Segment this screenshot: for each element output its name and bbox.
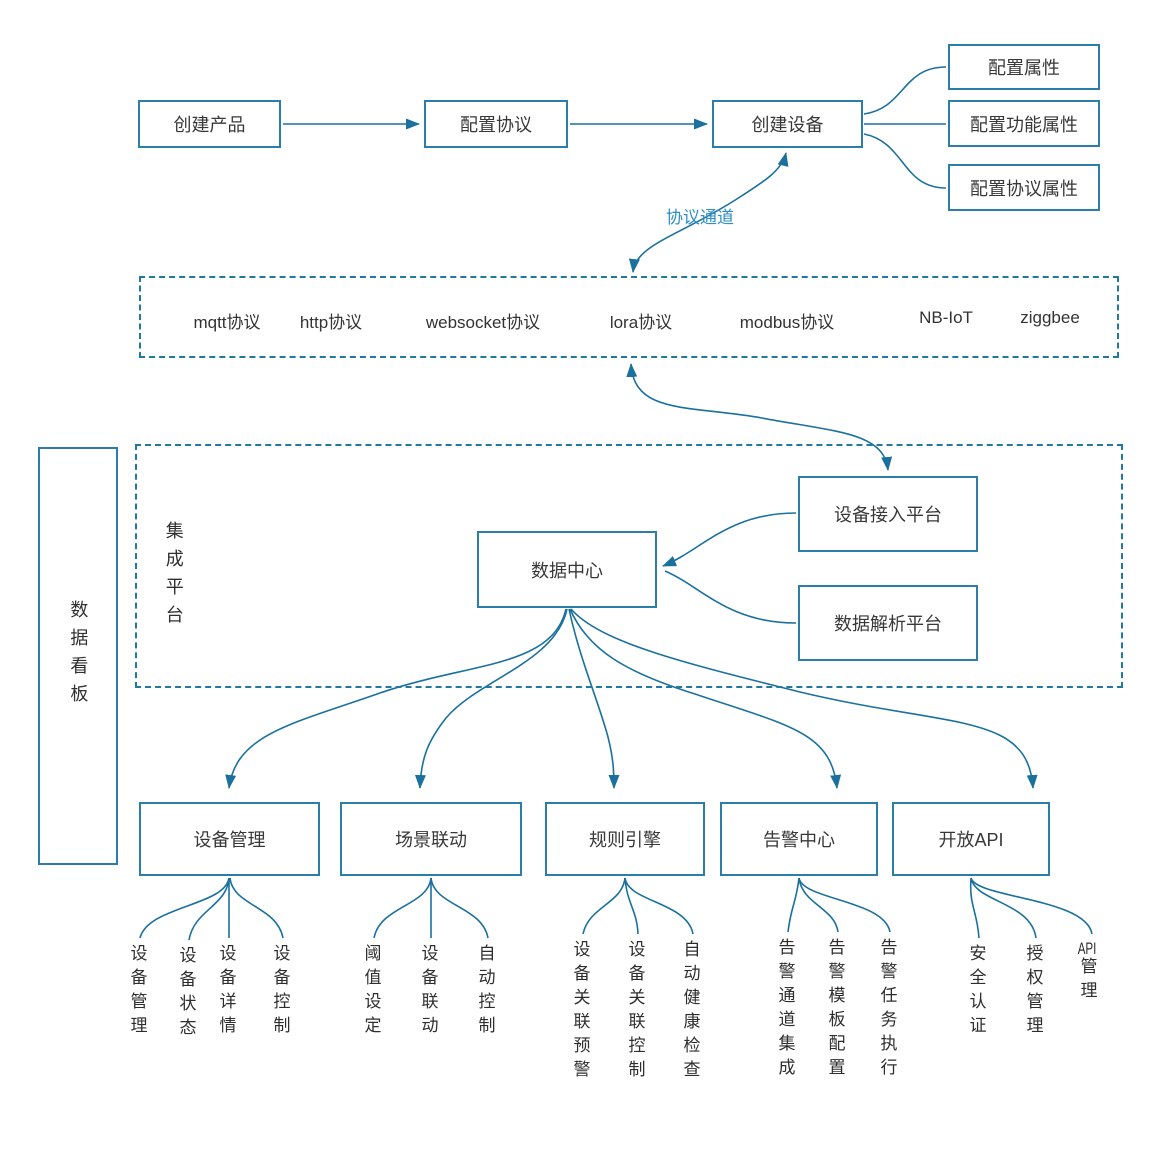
protocol-lora: lora协议 (609, 313, 673, 332)
branch-device-attr (863, 66, 947, 115)
arrow-datacenter-rules (568, 608, 620, 789)
node-config-attr: 配置属性 (948, 44, 1100, 90)
arrow-parse-to-datacenter (664, 570, 797, 624)
protocol-nbiot: NB-IoT (919, 308, 973, 327)
leaf-fan (188, 877, 230, 941)
protocol-websocket: websocket协议 (425, 313, 541, 332)
label-data-dashboard: 数据看板 (68, 600, 89, 712)
leaf-security-auth: 安全认证 (966, 944, 986, 1040)
arrow-access-to-datacenter (662, 512, 797, 567)
leaf-alarm-template: 告警模板配置 (825, 938, 845, 1082)
leaf-device-status: 设备状态 (176, 946, 196, 1042)
leaf-alarm-channel: 告警通道集成 (775, 938, 795, 1082)
leaf-fan (373, 877, 432, 939)
leaf-fan (787, 877, 800, 933)
branch-device-proto-attr (863, 133, 947, 189)
node-data-dashboard: 数据看板 (38, 447, 118, 865)
arrow-datacenter-scene (414, 608, 568, 789)
node-create-product: 创建产品 (138, 100, 281, 148)
node-config-func-attr: 配置功能属性 (948, 100, 1100, 147)
label-integration-platform: 集成平台 (163, 521, 184, 633)
leaf-alarm-task: 告警任务执行 (877, 938, 897, 1082)
label-protocol-channel: 协议通道 (666, 208, 734, 227)
node-create-device: 创建设备 (712, 100, 863, 148)
protocol-container (139, 276, 1119, 358)
leaf-fan (624, 877, 694, 935)
arrow-datacenter-device-mgmt (225, 608, 567, 789)
leaf-fan (229, 877, 284, 939)
leaf-device-detail: 设备详情 (216, 944, 236, 1040)
leaf-fan (624, 877, 639, 935)
module-open-api: 开放API (892, 802, 1050, 876)
leaf-fan (969, 877, 980, 939)
leaf-fan (582, 877, 626, 935)
leaf-api-mgmt: API管理 (1077, 940, 1097, 1005)
module-scene-linkage: 场景联动 (340, 802, 522, 876)
leaf-fan (970, 877, 1093, 935)
module-device-mgmt: 设备管理 (139, 802, 320, 876)
node-config-proto-attr: 配置协议属性 (948, 164, 1100, 211)
protocol-zigbee: ziggbee (1020, 308, 1080, 327)
leaf-threshold-set: 阈值设定 (361, 944, 381, 1040)
leaf-authz-mgmt: 授权管理 (1023, 944, 1043, 1040)
leaf-device-linkage: 设备联动 (418, 944, 438, 1040)
module-rule-engine: 规则引擎 (545, 802, 705, 876)
leaf-fan (970, 877, 1037, 939)
leaf-fan (798, 877, 891, 933)
module-alarm-center: 告警中心 (720, 802, 878, 876)
arrow-datacenter-alarm (569, 608, 842, 789)
leaf-assoc-control: 设备关联控制 (625, 940, 645, 1084)
arrow-device-protocolbox (628, 152, 789, 273)
leaf-device-mgmt: 设备管理 (127, 944, 147, 1040)
node-configure-protocol: 配置协议 (424, 100, 568, 148)
node-device-access-platform: 设备接入平台 (798, 476, 978, 552)
leaf-fan (139, 877, 230, 939)
arrow-protocolbox-access (626, 363, 893, 471)
leaf-health-check: 自动健康检查 (680, 940, 700, 1084)
leaf-device-control: 设备控制 (270, 944, 290, 1040)
leaf-fan (798, 877, 839, 933)
leaf-fan (430, 877, 489, 939)
integration-platform-container (135, 444, 1123, 688)
leaf-assoc-warning: 设备关联预警 (570, 940, 590, 1084)
node-data-center: 数据中心 (477, 531, 657, 608)
node-data-parse-platform: 数据解析平台 (798, 585, 978, 661)
protocol-http: http协议 (299, 313, 363, 332)
protocol-modbus: modbus协议 (739, 313, 835, 332)
leaf-auto-control: 自动控制 (475, 944, 495, 1040)
protocol-mqtt: mqtt协议 (193, 313, 261, 332)
arrow-datacenter-api (570, 608, 1038, 789)
